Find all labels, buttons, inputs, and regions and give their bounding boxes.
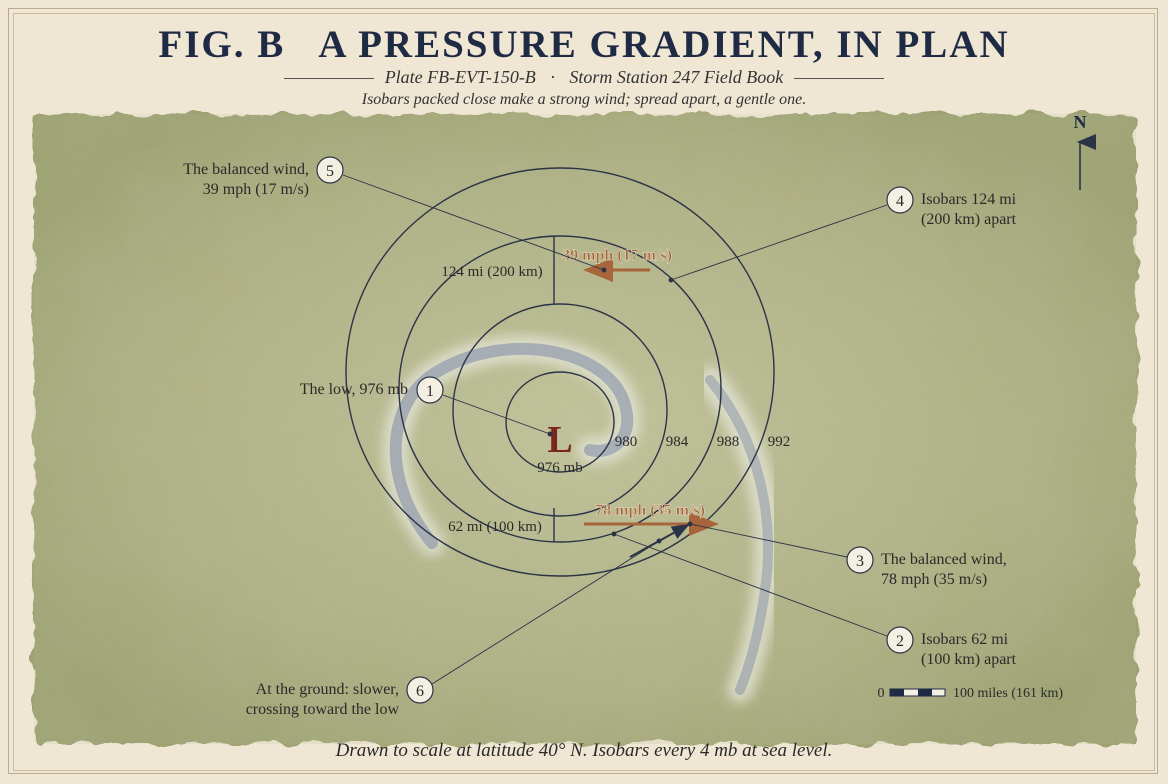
- north-arrow: N: [1074, 112, 1096, 190]
- svg-text:6: 6: [416, 683, 424, 700]
- callout-badge-5: 5: [316, 156, 344, 184]
- storm-band: [382, 335, 781, 703]
- outer-frame: [8, 8, 1158, 774]
- low-symbol: L: [547, 419, 572, 461]
- scale-zero: 0: [878, 686, 885, 701]
- callout-5-text: The balanced wind, 39 mph (17 m/s): [183, 161, 309, 198]
- weak-wind-label: 39 mph (17 m/s): [562, 247, 672, 264]
- svg-text:1: 1: [426, 383, 434, 400]
- isobar-label-988: 988: [717, 434, 740, 450]
- callout-4-text: Isobars 124 mi (200 km) apart: [921, 191, 1017, 228]
- callout-3-text: The balanced wind, 78 mph (35 m/s): [881, 551, 1007, 588]
- tagline: Isobars packed close make a strong wind;…: [361, 91, 807, 108]
- map-background: [34, 114, 1136, 744]
- scale-bar: 0 100 miles (161 km): [878, 686, 1064, 701]
- scale-label: 100 miles (161 km): [953, 686, 1063, 701]
- callout-2-text: Isobars 62 mi (100 km) apart: [921, 631, 1017, 668]
- isobar-988: [345, 167, 775, 577]
- callout-badge-2: 2: [886, 626, 914, 654]
- isobar-976: [505, 371, 615, 473]
- plate-subtitle: Plate FB-EVT-150-B · Storm Station 247 F…: [0, 67, 1168, 88]
- callout-1-text: The low, 976 mb: [299, 381, 408, 398]
- callout-badge-6: 6: [406, 676, 434, 704]
- field-book-name: Storm Station 247 Field Book: [569, 67, 784, 87]
- callout-badge-4: 4: [886, 186, 914, 214]
- strong-wind-label: 78 mph (35 m/s): [595, 502, 705, 519]
- callout-badge-1: 1: [416, 376, 444, 404]
- footer-caption: Drawn to scale at latitude 40° N. Isobar…: [335, 740, 833, 761]
- isobar-label-984: 984: [666, 434, 689, 450]
- low-pressure-label: 976 mb: [537, 460, 582, 476]
- svg-text:5: 5: [326, 163, 334, 180]
- isobar-980: [452, 303, 668, 517]
- leader-lines: [342, 174, 888, 685]
- left-rule: [284, 78, 375, 80]
- svg-text:3: 3: [856, 553, 864, 570]
- subtitle-dot: ·: [550, 67, 555, 87]
- figure-title: FIG. B A PRESSURE GRADIENT, IN PLAN: [158, 23, 1010, 66]
- callout-badge-3: 3: [846, 546, 874, 574]
- svg-text:2: 2: [896, 633, 904, 650]
- plate-id: Plate FB-EVT-150-B: [384, 67, 536, 87]
- svg-text:4: 4: [896, 193, 904, 210]
- callout-6-text: At the ground: slower, crossing toward t…: [245, 681, 399, 718]
- isobars: [345, 167, 775, 577]
- north-label: N: [1074, 112, 1087, 132]
- isobar-label-980: 980: [615, 434, 638, 450]
- right-rule: [793, 78, 884, 80]
- isobar-984: [398, 235, 722, 543]
- spacing-wide-label: 124 mi (200 km): [441, 264, 542, 280]
- spacing-narrow-label: 62 mi (100 km): [448, 519, 542, 535]
- inner-frame: [13, 13, 1155, 771]
- isobar-label-992: 992: [768, 434, 791, 450]
